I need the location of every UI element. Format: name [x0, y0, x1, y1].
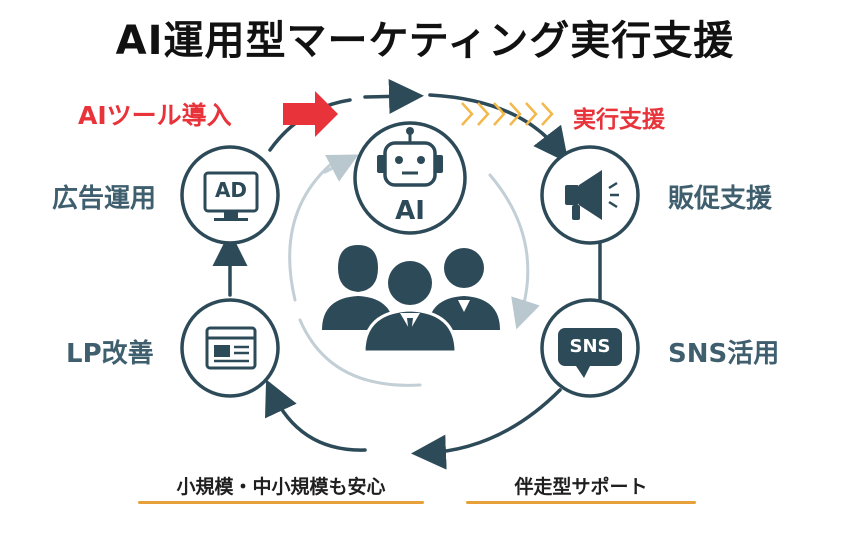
arrow-bottom-right — [411, 388, 562, 470]
left-underline — [138, 501, 424, 504]
people-group-icon — [322, 245, 500, 354]
browser-icon — [205, 326, 257, 370]
ad-monitor-icon — [203, 171, 259, 221]
arrow-bottom-left — [265, 379, 367, 452]
sns-bubble-icon — [558, 328, 622, 378]
promo-support-label: 販促支援 — [668, 184, 773, 214]
ad-operation-label: 広告運用 — [52, 184, 157, 214]
sns-icon-text: SNS — [569, 336, 611, 357]
robot-icon — [377, 127, 443, 187]
page-title: AI運用型マーケティング実行支援 — [115, 18, 735, 64]
red-arrow — [283, 91, 338, 137]
execution-support-label: 実行支援 — [573, 107, 665, 133]
cycle-arrows — [212, 78, 602, 470]
right-underline — [466, 501, 696, 504]
megaphone-icon — [565, 170, 619, 220]
arrow-top-right — [428, 93, 569, 164]
arrow-top — [363, 78, 424, 114]
ai-center-label: AI — [395, 196, 425, 226]
small-business-label: 小規模・中小規模も安心 — [176, 476, 386, 498]
lp-improvement-label: LP改善 — [66, 339, 154, 369]
inner-cycle — [288, 154, 540, 387]
sns-utilization-label: SNS活用 — [668, 339, 780, 369]
support-style-label: 伴走型サポート — [514, 476, 648, 498]
ad-icon-text: AD — [214, 178, 248, 202]
chevron-arrows — [461, 102, 554, 126]
ai-tool-intro-label: AIツール導入 — [78, 101, 232, 130]
